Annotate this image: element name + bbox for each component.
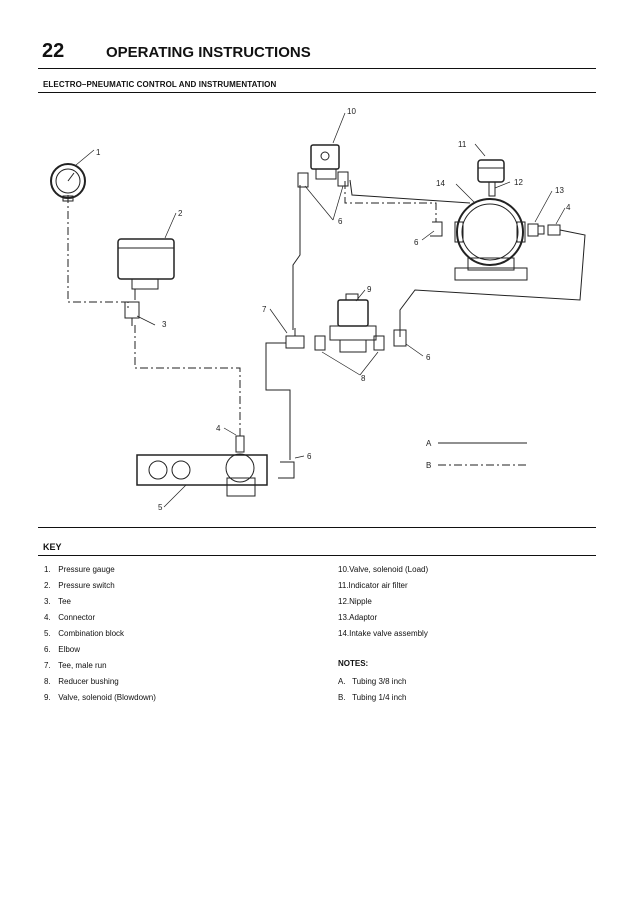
indicator-air-filter-icon (477, 159, 505, 197)
tubing-1-4-inch (67, 181, 437, 437)
callout-14: 14 (436, 179, 445, 188)
key-item: 13.Adaptor (338, 613, 378, 622)
header-rule (38, 68, 596, 69)
key-item: 14.Intake valve assembly (338, 629, 428, 638)
key-item: 3. Tee (44, 597, 71, 606)
callout-6: 6 (338, 217, 343, 226)
callout-6: 6 (414, 238, 419, 247)
key-item: 12.Nipple (338, 597, 372, 606)
connector-icon (547, 224, 561, 236)
page-number: 22 (42, 40, 65, 62)
callout-8: 8 (361, 374, 366, 383)
key-item: 2. Pressure switch (44, 581, 115, 590)
reducer-bushing-icon (314, 335, 385, 351)
callout-4: 4 (216, 424, 221, 433)
note-item: A. Tubing 3/8 inch (338, 677, 407, 686)
key-item: 10.Valve, solenoid (Load) (338, 565, 429, 574)
legend-label-a: A (426, 439, 432, 448)
intake-valve-assembly-icon (454, 198, 528, 281)
key-item: 8. Reducer bushing (44, 677, 119, 686)
elbow-icon (393, 329, 407, 347)
key-top-rule (38, 527, 596, 528)
pressure-switch-icon (117, 238, 175, 300)
callout-9: 9 (367, 285, 372, 294)
callout-2: 2 (178, 209, 183, 218)
callout-11: 11 (458, 140, 467, 149)
callout-3: 3 (162, 320, 167, 329)
pressure-gauge-icon (50, 163, 86, 202)
callout-5: 5 (158, 503, 163, 512)
key-item: 9. Valve, solenoid (Blowdown) (44, 693, 156, 702)
callout-13: 13 (555, 186, 564, 195)
solenoid-blowdown-valve-icon (329, 293, 377, 353)
elbow-icon (430, 221, 443, 237)
combination-block-icon (136, 435, 295, 497)
callout-1: 1 (96, 148, 101, 157)
tubing-3-8-inch (265, 179, 586, 460)
key-item: 5. Combination block (44, 629, 125, 638)
elbow-icon (278, 461, 295, 479)
callout-6: 6 (426, 353, 431, 362)
key-title: KEY (43, 542, 62, 552)
key-item: 4. Connector (44, 613, 96, 622)
callout-12: 12 (514, 178, 523, 187)
tee-icon (124, 301, 140, 326)
adaptor-icon (527, 223, 545, 237)
connector-icon (235, 435, 245, 453)
note-item: B. Tubing 1/4 inch (338, 693, 407, 702)
callout-7: 7 (262, 305, 267, 314)
solenoid-load-valve-icon (297, 144, 349, 188)
section-rule (38, 92, 596, 93)
legend-label-b: B (426, 461, 431, 470)
key-item: 6. Elbow (44, 645, 81, 654)
key-item: 7. Tee, male run (44, 661, 107, 670)
notes-title: NOTES: (338, 659, 369, 668)
callout-10: 10 (347, 107, 356, 116)
key-bottom-rule (38, 555, 596, 556)
key-item: 11.Indicator air filter (338, 581, 408, 590)
page-title: OPERATING INSTRUCTIONS (106, 44, 311, 61)
tee-male-run-icon (285, 328, 305, 349)
key-item: 1. Pressure gauge (44, 565, 115, 574)
callout-6: 6 (307, 452, 312, 461)
nipple-icon (488, 181, 496, 197)
section-title: ELECTRO–PNEUMATIC CONTROL AND INSTRUMENT… (43, 80, 277, 89)
callout-4: 4 (566, 203, 571, 212)
